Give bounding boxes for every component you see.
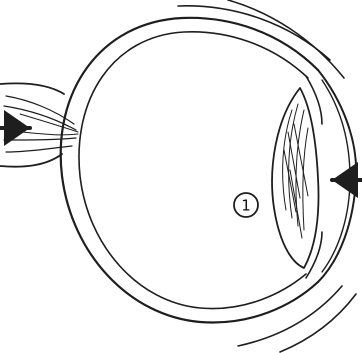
eyeball xyxy=(61,18,318,323)
lens-arrow xyxy=(332,162,362,198)
upper-eyelid-fold xyxy=(228,0,344,78)
choroid-outline xyxy=(79,32,308,309)
lens xyxy=(272,88,318,268)
lower-eyelid-line xyxy=(238,286,342,346)
callout-label: 1 xyxy=(241,197,251,215)
eyelids xyxy=(178,0,356,352)
callout-structure-1: 1 xyxy=(234,193,258,217)
upper-eyelid-line xyxy=(178,6,330,60)
sclera-outline xyxy=(61,18,318,323)
